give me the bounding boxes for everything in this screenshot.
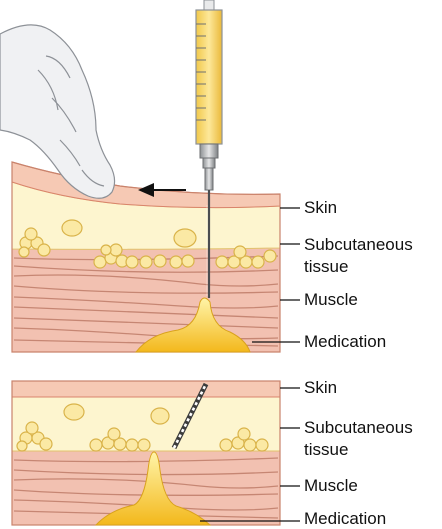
bottom-label-tissue: tissue — [304, 440, 348, 460]
bottom-label-skin: Skin — [304, 378, 337, 398]
bottom-label-muscle: Muscle — [304, 476, 358, 496]
top-label-subcutaneous: Subcutaneous — [304, 235, 413, 255]
top-panel — [0, 0, 280, 352]
top-label-tissue: tissue — [304, 257, 348, 277]
top-label-skin: Skin — [304, 198, 337, 218]
top-label-medication: Medication — [304, 332, 386, 352]
bottom-label-medication: Medication — [304, 509, 386, 529]
bottom-label-subcutaneous: Subcutaneous — [304, 418, 413, 438]
bottom-skin-layer — [12, 381, 280, 397]
top-label-muscle: Muscle — [304, 290, 358, 310]
bottom-panel — [12, 381, 280, 525]
